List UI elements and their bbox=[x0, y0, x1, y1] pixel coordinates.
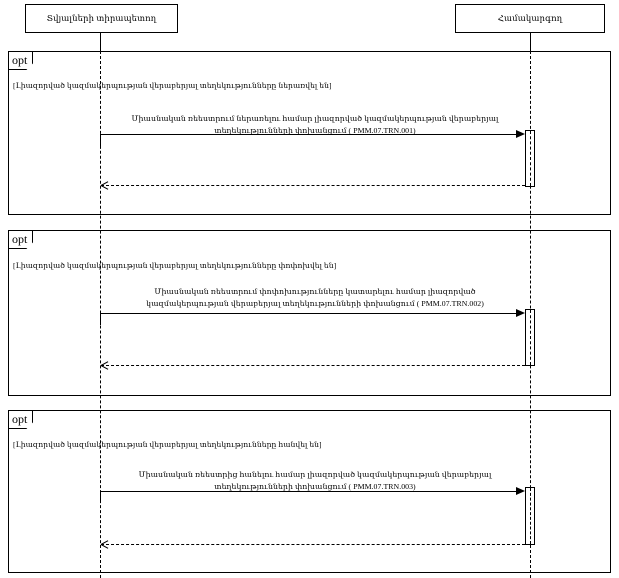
fragment-guard-3: [Լիազորված կազմակերպության վերաբերյալ տե… bbox=[13, 440, 322, 449]
fragment-operator-label-3: opt bbox=[9, 411, 34, 429]
fragment-opt-2: opt bbox=[8, 230, 611, 396]
participant-box-coordinator[interactable]: Համակարգող bbox=[455, 4, 605, 33]
message-label-2-line2: կազմակերպության վերաբերյալ տեղեկությունն… bbox=[146, 299, 484, 309]
participant-label-requester: Տվյալների տիրապետող bbox=[46, 13, 157, 24]
fragment-opt-1: opt bbox=[8, 51, 611, 215]
message-arrow-line-1 bbox=[108, 134, 520, 135]
activation-bar-1 bbox=[525, 130, 535, 187]
lifeline-stub-coordinator bbox=[530, 33, 531, 51]
reply-arrow-line-2 bbox=[101, 365, 525, 366]
message-arrowhead-2 bbox=[516, 309, 525, 317]
message-label-2-line1: Միասնական ռեեստրում փոփոխությունները կատ… bbox=[154, 287, 476, 296]
participant-label-coordinator: Համակարգող bbox=[497, 13, 563, 24]
message-arrow-line-3 bbox=[108, 491, 520, 492]
fragment-guard-1: [Լիազորված կազմակերպության վերաբերյալ տե… bbox=[13, 81, 332, 90]
message-label-1: Միասնական ռեեստրում ներառելու համար լիազ… bbox=[112, 113, 518, 137]
message-origin-stub-1 bbox=[100, 134, 109, 146]
message-label-1-line2: տեղեկությունների փոխանցում ( PMM.07.TRN.… bbox=[214, 126, 416, 136]
message-label-1-line1: Միասնական ռեեստրում ներառելու համար լիազ… bbox=[131, 114, 499, 123]
reply-arrow-line-1 bbox=[101, 185, 525, 186]
fragment-operator-label-1: opt bbox=[9, 52, 34, 70]
message-label-3-line2: տեղեկությունների փոխանցում ( PMM.07.TRN.… bbox=[214, 482, 416, 492]
activation-bar-3-lifeline bbox=[530, 488, 531, 544]
message-label-2: Միասնական ռեեստրում փոփոխությունները կատ… bbox=[105, 286, 525, 310]
message-origin-stub-3 bbox=[100, 491, 109, 503]
fragment-guard-2: [Լիազորված կազմակերպության վերաբերյալ տե… bbox=[13, 261, 337, 270]
reply-arrow-line-3 bbox=[101, 544, 525, 545]
fragment-opt-3: opt bbox=[8, 410, 611, 573]
participant-box-requester[interactable]: Տվյալների տիրապետող bbox=[25, 4, 178, 33]
message-origin-stub-2 bbox=[100, 313, 109, 325]
fragment-operator-label-2: opt bbox=[9, 231, 34, 249]
activation-bar-2 bbox=[525, 309, 535, 366]
activation-bar-1-lifeline bbox=[530, 131, 531, 186]
activation-bar-3 bbox=[525, 487, 535, 545]
lifeline-stub-requester bbox=[100, 33, 101, 51]
message-arrowhead-3 bbox=[516, 487, 525, 495]
message-label-3-line1: Միասնական ռեեստրից հանելու համար լիազորվ… bbox=[138, 470, 492, 479]
message-arrowhead-1 bbox=[516, 130, 525, 138]
message-arrow-line-2 bbox=[108, 313, 520, 314]
activation-bar-2-lifeline bbox=[530, 310, 531, 365]
message-label-3: Միասնական ռեեստրից հանելու համար լիազորվ… bbox=[112, 469, 518, 493]
